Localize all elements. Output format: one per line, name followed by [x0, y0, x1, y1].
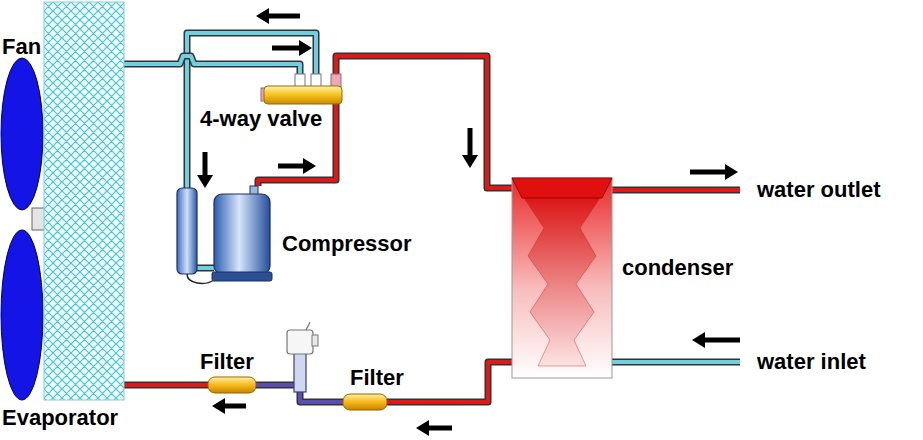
pipe-outline [336, 56, 512, 188]
part-label: Evaporator [2, 406, 118, 430]
compressor-outline [214, 186, 270, 282]
flow-arrow-head [256, 8, 269, 24]
water-inlet-pipe [612, 359, 740, 366]
condenser-box: condenser [512, 178, 612, 378]
flow-arrow [272, 46, 299, 51]
label-holder: water inlet [757, 350, 866, 374]
accumulator [177, 188, 197, 274]
expansion-valve-tab [312, 335, 318, 346]
condenser-shell [512, 178, 612, 378]
flow-arrow-head [462, 155, 478, 168]
flow-arrow-head [212, 398, 225, 414]
part-label: 4-way valve [200, 107, 322, 131]
evaporator-coil-outline [44, 2, 124, 400]
label-holder: condenser [622, 256, 733, 280]
evaporator-fins [44, 2, 124, 400]
filter-body [208, 377, 256, 393]
water-outlet-pipe [612, 187, 740, 194]
refrigerant-pipe [336, 56, 512, 188]
label-holder: Fan [2, 35, 41, 59]
expansion-valve-body [294, 352, 306, 392]
pipe-outline [124, 56, 300, 74]
flow-arrow [429, 426, 452, 431]
label-holder: Compressor [282, 232, 412, 256]
flow-arrow [704, 338, 740, 343]
fan-blade [1, 230, 43, 400]
valve-port [295, 74, 305, 87]
label-holder: Evaporator [2, 406, 118, 430]
flow-arrow [269, 14, 300, 19]
flow-arrow-head [299, 40, 312, 56]
part-label: Filter [200, 350, 254, 374]
flow-arrow [690, 170, 726, 175]
filter: Filter [343, 394, 387, 410]
fan-blade [1, 58, 43, 210]
pipe-core [124, 383, 208, 387]
part-label: condenser [622, 256, 733, 280]
label-holder: Filter [350, 366, 404, 390]
part-label: Fan [2, 35, 41, 59]
label-holder: 4-way valve [200, 107, 322, 131]
flow-arrow-head [725, 164, 738, 180]
condenser-box-outline [512, 178, 612, 378]
water-label: water outlet [757, 178, 880, 202]
pipe-core [387, 362, 512, 402]
water-label: water inlet [757, 350, 866, 374]
flow-arrow-head [692, 332, 705, 348]
evaporator-coil: Evaporator [44, 2, 124, 400]
flow-arrow-head [197, 175, 213, 188]
flow-arrow [203, 152, 208, 175]
flow-arrow [278, 164, 303, 169]
water-inlet-pipe-core [612, 360, 740, 364]
condenser-header [512, 178, 612, 198]
expansion-valve-head [287, 330, 313, 354]
water-outlet-pipe-core [612, 188, 740, 192]
valve-port [311, 74, 321, 87]
accumulator-tube [187, 274, 214, 283]
compressor-base [212, 272, 272, 281]
valve-body [264, 86, 342, 104]
flow-arrow-head [416, 420, 429, 436]
flow-arrow-head [303, 158, 316, 174]
valve-port [331, 74, 341, 87]
pipe-outline [124, 382, 208, 389]
condenser-coil [524, 198, 600, 366]
flow-arrow [225, 404, 246, 409]
refrigerant-pipe [124, 40, 312, 74]
part-label: Filter [350, 366, 404, 390]
four-way-valve: 4-way valve [264, 74, 342, 104]
compressor-shell [214, 194, 270, 274]
label-holder: Filter [200, 350, 254, 374]
fan: Fan [0, 58, 44, 402]
filter: Filter [208, 377, 256, 393]
pipe-core [336, 56, 512, 188]
filter-outline [208, 377, 256, 393]
label-holder: water outlet [757, 178, 880, 202]
compressor: Compressor [214, 186, 270, 282]
flow-arrow [468, 128, 473, 155]
refrigerant-pipe [387, 362, 512, 436]
part-label: Compressor [282, 232, 412, 256]
expansion-valve-stem [306, 322, 310, 330]
four-way-valve-outline [264, 74, 342, 104]
pipe-outline [387, 362, 512, 402]
filter-body [343, 394, 387, 410]
pipe-core [124, 56, 300, 74]
filter-outline [343, 394, 387, 410]
fan-outline [0, 58, 44, 402]
